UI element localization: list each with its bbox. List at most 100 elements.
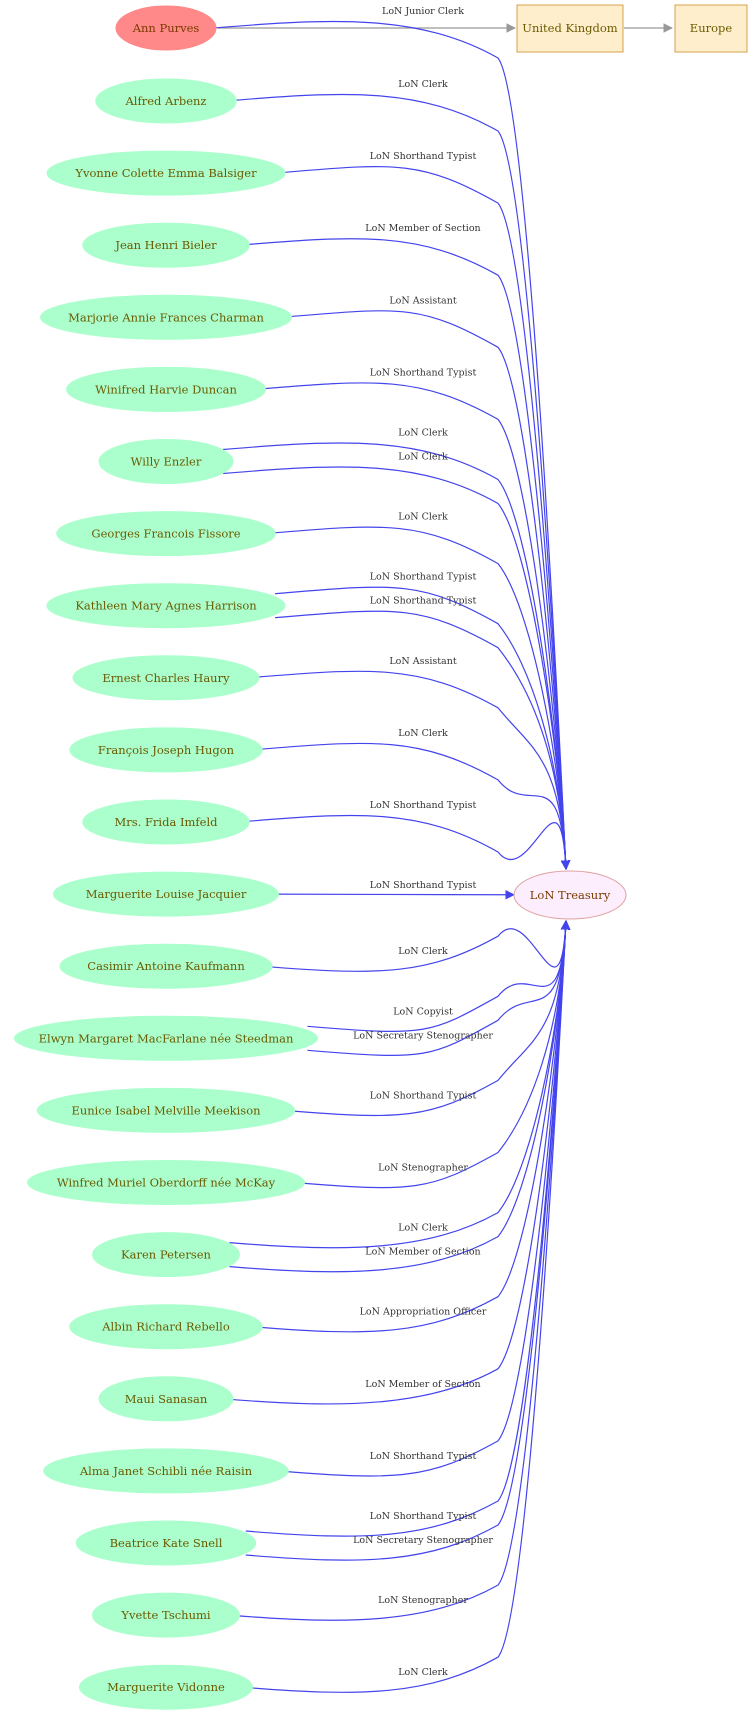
region-node-label: Europe — [690, 21, 733, 35]
employment-edge — [284, 920, 571, 1117]
person-node-label: Georges Francois Fissore — [91, 527, 240, 541]
edge-label: LoN Clerk — [398, 1223, 448, 1234]
edge-label: LoN Member of Section — [365, 223, 480, 234]
person-node[interactable]: Alfred Arbenz — [95, 78, 237, 124]
organization-node[interactable]: LoN Treasury — [513, 870, 627, 920]
edge-label: LoN Shorthand Typist — [370, 596, 477, 607]
focus-node-label: Ann Purves — [132, 21, 200, 35]
organization-node-label: LoN Treasury — [530, 888, 611, 902]
employment-edge — [274, 165, 571, 870]
person-node[interactable]: Georges Francois Fissore — [56, 511, 276, 557]
person-node[interactable]: Yvette Tschumi — [92, 1592, 240, 1638]
employment-edge — [213, 20, 571, 870]
person-node-label: Beatrice Kate Snell — [110, 1536, 223, 1550]
person-node[interactable]: Marguerite Vidonne — [79, 1664, 253, 1710]
employment-edge — [248, 670, 571, 870]
employment-edges — [213, 20, 571, 1693]
edge-label: LoN Junior Clerk — [382, 6, 464, 17]
person-node[interactable]: Beatrice Kate Snell — [75, 1520, 257, 1566]
edge-label: LoN Clerk — [398, 1667, 448, 1678]
edge-label: LoN Shorthand Typist — [370, 1511, 477, 1522]
person-node[interactable]: Kathleen Mary Agnes Harrison — [46, 583, 286, 629]
edge-label: LoN Clerk — [398, 428, 448, 439]
edge-label: LoN Clerk — [398, 512, 448, 523]
edge-label: LoN Assistant — [389, 656, 456, 667]
employment-edge — [242, 920, 571, 1693]
region-node[interactable]: Europe — [674, 4, 748, 53]
edge-label: LoN Shorthand Typist — [370, 880, 477, 891]
employment-edge — [229, 920, 571, 1249]
employment-edge — [278, 920, 571, 1477]
person-node[interactable]: Ernest Charles Haury — [72, 655, 260, 701]
person-node-label: François Joseph Hugon — [98, 743, 235, 757]
employment-edge — [307, 920, 571, 1033]
person-node-label: Ernest Charles Haury — [102, 671, 230, 685]
person-node[interactable]: Casimir Antoine Kaufmann — [59, 943, 273, 989]
edge-label: LoN Stenographer — [378, 1595, 468, 1606]
employment-edge — [229, 920, 571, 1273]
person-node-label: Casimir Antoine Kaufmann — [87, 959, 245, 973]
person-node-label: Marguerite Vidonne — [107, 1680, 225, 1694]
person-node[interactable]: Marjorie Annie Frances Charman — [40, 294, 292, 340]
employment-edge — [294, 920, 571, 1189]
employment-edge — [255, 382, 571, 870]
person-node[interactable]: Yvonne Colette Emma Balsiger — [46, 150, 286, 196]
edge-label: LoN Stenographer — [378, 1163, 468, 1174]
person-node[interactable]: Marguerite Louise Jacquier — [53, 871, 279, 917]
edge-label: LoN Shorthand Typist — [370, 800, 477, 811]
person-node-label: Jean Henri Bieler — [114, 238, 217, 252]
country-node[interactable]: United Kingdom — [516, 4, 624, 53]
person-node-label: Albin Richard Rebello — [101, 1320, 230, 1334]
focus-node[interactable]: Ann Purves — [115, 5, 217, 51]
person-node-label: Marjorie Annie Frances Charman — [68, 310, 264, 324]
person-node[interactable]: Jean Henri Bieler — [82, 222, 250, 268]
person-node-label: Alfred Arbenz — [125, 94, 207, 108]
person-node[interactable]: Alma Janet Schibli née Raisin — [43, 1448, 289, 1494]
person-node[interactable]: Elwyn Margaret MacFarlane née Steedman — [14, 1015, 318, 1061]
edge-label: LoN Clerk — [398, 452, 448, 463]
edge-label: LoN Member of Section — [365, 1247, 480, 1258]
employment-edge — [268, 889, 515, 900]
person-node[interactable]: Karen Petersen — [92, 1232, 240, 1278]
employment-edge — [252, 920, 571, 1333]
person-node[interactable]: François Joseph Hugon — [69, 727, 263, 773]
person-node-label: Yvette Tschumi — [120, 1608, 210, 1622]
person-node-label: Maui Sanasan — [125, 1392, 208, 1406]
person-node[interactable]: Maui Sanasan — [98, 1376, 234, 1422]
employment-edge — [261, 920, 571, 972]
employment-edge — [222, 920, 571, 1405]
edge-label: LoN Member of Section — [365, 1379, 480, 1390]
edge-label: LoN Clerk — [398, 946, 448, 957]
employment-edge — [274, 586, 571, 870]
edge-label: LoN Clerk — [398, 79, 448, 90]
edge-label: LoN Assistant — [389, 295, 456, 306]
country-node-label: United Kingdom — [522, 21, 618, 35]
edge-label: LoN Appropriation Officer — [360, 1307, 487, 1318]
person-node[interactable]: Mrs. Frida Imfeld — [82, 799, 250, 845]
employment-edge — [281, 310, 571, 870]
person-node-label: Eunice Isabel Melville Meekison — [71, 1103, 261, 1117]
edge-label: LoN Secretary Stenographer — [353, 1535, 493, 1546]
employment-edge — [307, 920, 571, 1057]
edge-label: LoN Shorthand Typist — [370, 1451, 477, 1462]
employment-edge — [226, 93, 571, 870]
person-node-label: Yvonne Colette Emma Balsiger — [74, 166, 257, 180]
person-node[interactable]: Albin Richard Rebello — [69, 1304, 263, 1350]
person-node-label: Karen Petersen — [121, 1248, 211, 1262]
person-node-label: Marguerite Louise Jacquier — [86, 887, 247, 901]
person-node[interactable]: Winifred Harvie Duncan — [66, 366, 266, 412]
employment-edge — [265, 526, 571, 870]
person-node-label: Winfred Muriel Oberdorff née McKay — [57, 1176, 276, 1190]
employment-edge — [239, 814, 571, 870]
edge-label: LoN Clerk — [398, 728, 448, 739]
person-node-label: Kathleen Mary Agnes Harrison — [75, 599, 257, 613]
employment-edge — [252, 742, 571, 870]
person-node[interactable]: Willy Enzler — [98, 439, 234, 484]
employment-edge — [222, 466, 571, 870]
person-node[interactable]: Winfred Muriel Oberdorff née McKay — [27, 1160, 305, 1205]
person-node-label: Winifred Harvie Duncan — [95, 382, 237, 396]
person-node[interactable]: Eunice Isabel Melville Meekison — [36, 1087, 296, 1133]
